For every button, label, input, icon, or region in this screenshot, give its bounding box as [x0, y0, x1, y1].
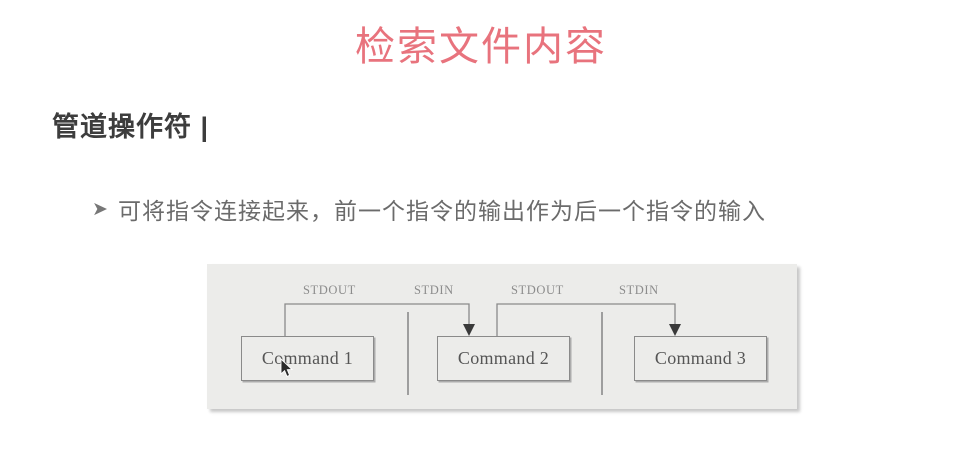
- arrowhead-into-command-2: [463, 324, 475, 336]
- bullet-list-item: ➤ 可将指令连接起来，前一个指令的输出作为后一个指令的输入: [92, 192, 766, 226]
- label-stdout-2: STDOUT: [511, 283, 564, 297]
- connector-stdout-2-to-stdin-3: [496, 303, 676, 336]
- command-box-3: Command 3: [634, 336, 767, 381]
- pipeline-diagram: STDOUT STDIN STDOUT STDIN Command 1 Comm…: [207, 264, 797, 409]
- section-heading: 管道操作符 |: [52, 112, 210, 142]
- command-box-2: Command 2: [437, 336, 570, 381]
- bullet-item-label: 可将指令连接起来，前一个指令的输出作为后一个指令的输入: [118, 198, 766, 224]
- arrowhead-bullet-icon: ➤: [92, 198, 108, 220]
- page-title: 检索文件内容: [355, 25, 607, 69]
- pipeline-connectors-svg: [284, 303, 681, 395]
- arrowhead-into-command-3: [669, 324, 681, 336]
- label-stdin-1: STDIN: [414, 283, 454, 297]
- label-stdin-2: STDIN: [619, 283, 659, 297]
- label-stdout-1: STDOUT: [303, 283, 356, 297]
- connector-stdout-1-to-stdin-2: [284, 303, 470, 336]
- command-box-1: Command 1: [241, 336, 374, 381]
